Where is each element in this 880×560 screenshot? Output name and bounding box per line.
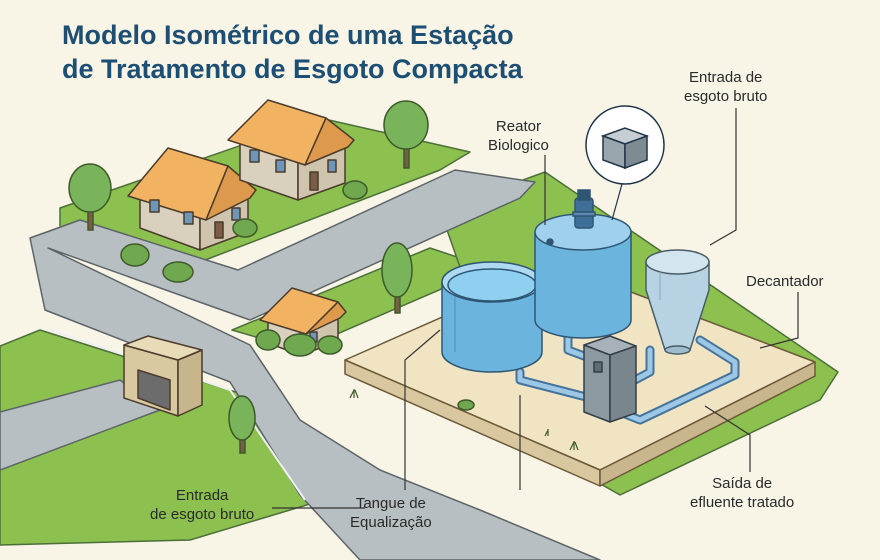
biological-reactor: [534, 189, 632, 339]
label-decanter: Decantador: [746, 272, 824, 291]
control-panel: [583, 335, 637, 423]
leader-lines: [272, 108, 799, 509]
label-equalization-tank: Tangue de Equalização: [350, 494, 432, 532]
label-raw-sewage-inlet-top-line-1: Entrada de: [689, 69, 763, 86]
label-biological-reactor: Reator Biologico: [488, 117, 549, 155]
trees: [68, 100, 475, 454]
reactor-detail-inset: [585, 105, 665, 221]
label-treated-effluent-outlet-line-2: efluente tratado: [690, 494, 795, 511]
title-line-1: Modelo Isométrico de uma Estação: [62, 20, 514, 50]
gate: [123, 335, 203, 417]
diagram-title: Modelo Isométrico de uma Estação de Trat…: [62, 18, 523, 86]
label-decanter-line-1: Decantador: [746, 273, 824, 290]
house-right: [227, 99, 355, 201]
grass-tufts: [349, 389, 579, 451]
label-biological-reactor-line-1: Reator: [495, 118, 541, 135]
label-equalization-tank-line-2: Equalização: [350, 514, 432, 531]
label-treated-effluent-outlet-line-1: Saída de: [712, 475, 773, 492]
label-equalization-tank-line-1: Tangue de: [355, 495, 426, 512]
platform-side-right: [599, 361, 816, 487]
label-raw-sewage-inlet-top: Entrada de esgoto bruto: [684, 68, 767, 106]
decanter: [645, 249, 710, 355]
label-raw-sewage-inlet-bottom-line-2: de esgoto bruto: [150, 506, 255, 523]
equalization-tank: [441, 261, 543, 373]
label-raw-sewage-inlet-bottom: Entrada de esgoto bruto: [150, 486, 254, 524]
houses: [127, 99, 355, 356]
label-biological-reactor-line-2: Biologico: [488, 137, 549, 154]
title-line-2: de Tratamento de Esgoto Compacta: [62, 54, 523, 84]
label-treated-effluent-outlet: Saída de efluente tratado: [690, 474, 794, 512]
label-raw-sewage-inlet-top-line-2: esgoto bruto: [684, 88, 768, 105]
label-raw-sewage-inlet-bottom-line-1: Entrada: [175, 487, 229, 504]
